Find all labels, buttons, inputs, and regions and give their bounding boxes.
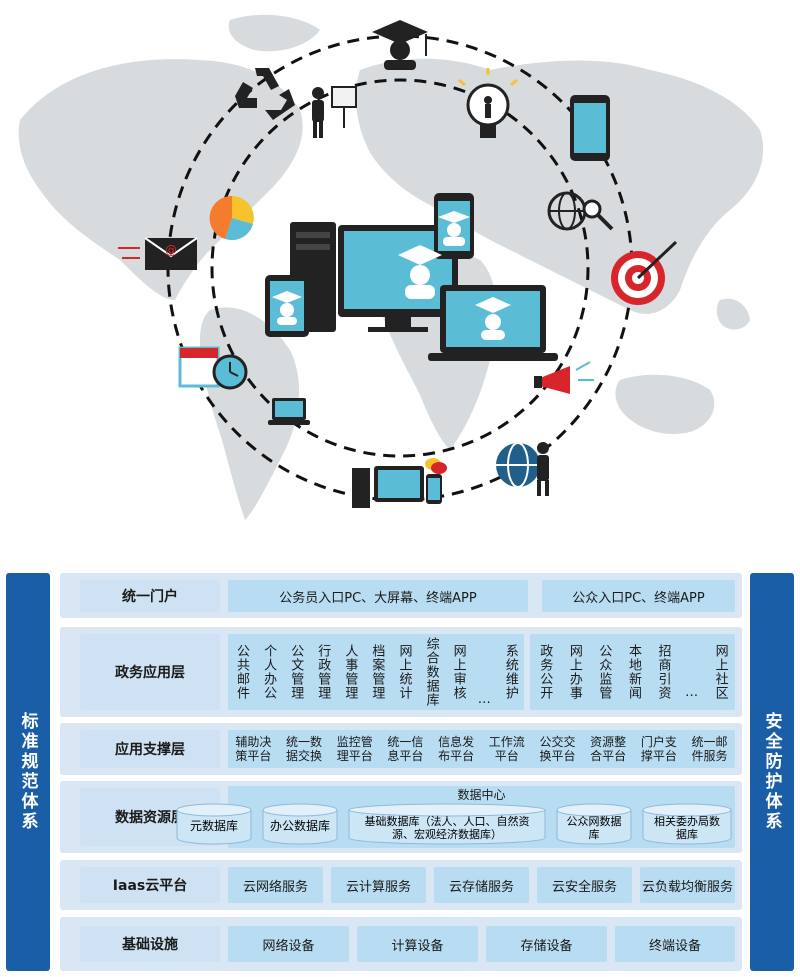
laptop-small-icon bbox=[268, 398, 310, 425]
architecture-diagram: 统一门户 公务员入口PC、大屏幕、终端APP 公众入口PC、终端APP 政务应用… bbox=[60, 573, 742, 971]
data-center-title: 数据中心 bbox=[457, 788, 506, 802]
standards-bar-label: 标准规范体系 bbox=[17, 712, 38, 832]
infra-cell: 计算设备 bbox=[357, 926, 478, 962]
support-item: 资源整合平台 bbox=[590, 735, 627, 763]
central-devices bbox=[265, 193, 558, 361]
gov-app-item: 公共邮件 bbox=[234, 644, 250, 700]
gov-app-item: 网上审核 bbox=[450, 644, 466, 700]
layer-label: 政务应用层 bbox=[80, 634, 220, 710]
support-item: 统一邮件服务 bbox=[691, 735, 728, 763]
lightbulb-icon bbox=[458, 68, 518, 138]
support-item: 公交交换平台 bbox=[539, 735, 576, 763]
gov-app-item: 网上社区 bbox=[712, 644, 728, 700]
gov-app-item: 档案管理 bbox=[369, 644, 385, 700]
support-item: 门户支撑平台 bbox=[640, 735, 677, 763]
support-item: 工作流平台 bbox=[488, 735, 525, 763]
layer-label: Iaas云平台 bbox=[80, 867, 220, 903]
infra-cell: 存储设备 bbox=[486, 926, 607, 962]
support-item: 统一信息平台 bbox=[387, 735, 424, 763]
recycle-icon bbox=[235, 68, 295, 120]
iaas-cell: 云安全服务 bbox=[537, 867, 632, 903]
database-label: 元数据库 bbox=[189, 819, 238, 833]
portal-cell: 公务员入口PC、大屏幕、终端APP bbox=[228, 580, 528, 612]
gov-app-item: 行政管理 bbox=[315, 644, 331, 700]
support-group: 辅助决策平台 统一数据交换 监控管理平台 统一信息平台 信息发布平台 工作流平台… bbox=[228, 730, 735, 768]
database-label: 相关委办局数据库 bbox=[654, 815, 720, 841]
support-item: 辅助决策平台 bbox=[235, 735, 272, 763]
calendar-clock-icon bbox=[178, 346, 248, 390]
iaas-cell: 云网络服务 bbox=[228, 867, 323, 903]
database-label: 公众网数据库 bbox=[566, 815, 622, 841]
target-icon bbox=[611, 240, 678, 305]
gov-app-item: 本地新闻 bbox=[625, 644, 641, 700]
infra-cell: 网络设备 bbox=[228, 926, 349, 962]
layer-portal: 统一门户 公务员入口PC、大屏幕、终端APP 公众入口PC、终端APP bbox=[60, 573, 742, 618]
gov-app-item: 网上办事 bbox=[566, 644, 582, 700]
smartphone-icon bbox=[570, 95, 610, 161]
infra-cell: 终端设备 bbox=[615, 926, 735, 962]
database-cylinder: 相关委办局数据库 bbox=[642, 803, 732, 845]
pie-chart-icon bbox=[209, 195, 254, 241]
presenter-icon bbox=[312, 86, 357, 138]
support-item: 信息发布平台 bbox=[438, 735, 475, 763]
iaas-cell: 云存储服务 bbox=[434, 867, 529, 903]
gov-app-item: 综合数据库 bbox=[423, 637, 439, 707]
gov-app-item: 系统维护 bbox=[502, 644, 518, 700]
database-label: 基础数据库（法人、人口、自然资源、宏观经济数据库） bbox=[364, 815, 530, 841]
database-cylinder: 公众网数据库 bbox=[556, 803, 632, 845]
gov-app-ellipsis: … bbox=[477, 692, 491, 707]
globe-person-icon bbox=[496, 442, 549, 496]
email-at-symbol: @ bbox=[165, 243, 177, 257]
database-cylinder: 办公数据库 bbox=[262, 803, 338, 845]
layer-infra: 基础设施 网络设备 计算设备 存储设备 终端设备 bbox=[60, 917, 742, 971]
standards-bar: 标准规范体系 bbox=[6, 573, 50, 971]
gov-app-item: 网上统计 bbox=[396, 644, 412, 700]
layer-gov-apps: 政务应用层 公共邮件 个人办公 公文管理 行政管理 人事管理 档案管理 网上统计… bbox=[60, 627, 742, 717]
illustration: @ bbox=[18, 14, 764, 520]
database-cylinder: 元数据库 bbox=[176, 803, 252, 845]
support-item: 统一数据交换 bbox=[286, 735, 323, 763]
iaas-cell: 云负载均衡服务 bbox=[640, 867, 735, 903]
database-cylinder: 基础数据库（法人、人口、自然资源、宏观经济数据库） bbox=[348, 803, 546, 845]
email-envelope-icon: @ bbox=[118, 237, 198, 270]
security-bar: 安全防护体系 bbox=[750, 573, 794, 971]
layer-iaas: Iaas云平台 云网络服务 云计算服务 云存储服务 云安全服务 云负载均衡服务 bbox=[60, 860, 742, 910]
security-bar-label: 安全防护体系 bbox=[761, 712, 782, 832]
database-label: 办公数据库 bbox=[269, 819, 330, 833]
gov-app-item: 公文管理 bbox=[288, 644, 304, 700]
gov-app-item: 人事管理 bbox=[342, 644, 358, 700]
gov-app-item: 个人办公 bbox=[261, 644, 277, 700]
globe-search-icon bbox=[547, 191, 614, 231]
layer-label: 统一门户 bbox=[80, 580, 220, 612]
iaas-cell: 云计算服务 bbox=[331, 867, 426, 903]
layer-support: 应用支撑层 辅助决策平台 统一数据交换 监控管理平台 统一信息平台 信息发布平台… bbox=[60, 723, 742, 775]
gov-apps-group-public: 政务公开 网上办事 公众监管 本地新闻 招商引资 … 网上社区 bbox=[530, 634, 735, 710]
desktop-phone-chat-icon bbox=[352, 458, 447, 508]
gov-apps-group-internal: 公共邮件 个人办公 公文管理 行政管理 人事管理 档案管理 网上统计 综合数据库… bbox=[228, 634, 524, 710]
gov-app-item: 公众监管 bbox=[596, 644, 612, 700]
support-item: 监控管理平台 bbox=[336, 735, 373, 763]
inner-dashed-ring bbox=[210, 78, 590, 458]
portal-cell: 公众入口PC、终端APP bbox=[542, 580, 735, 612]
graduation-cap-icon bbox=[372, 20, 428, 70]
layer-data: 数据资源层 数据中心 元数据库 办公数据库 基础数据库（法人、人口、自然资源、宏… bbox=[60, 781, 742, 853]
gov-app-item: 政务公开 bbox=[537, 644, 553, 700]
layer-label: 应用支撑层 bbox=[80, 730, 220, 768]
gov-app-ellipsis: … bbox=[685, 685, 699, 700]
megaphone-icon bbox=[534, 361, 594, 394]
layer-label: 基础设施 bbox=[80, 926, 220, 962]
gov-app-item: 招商引资 bbox=[655, 644, 671, 700]
